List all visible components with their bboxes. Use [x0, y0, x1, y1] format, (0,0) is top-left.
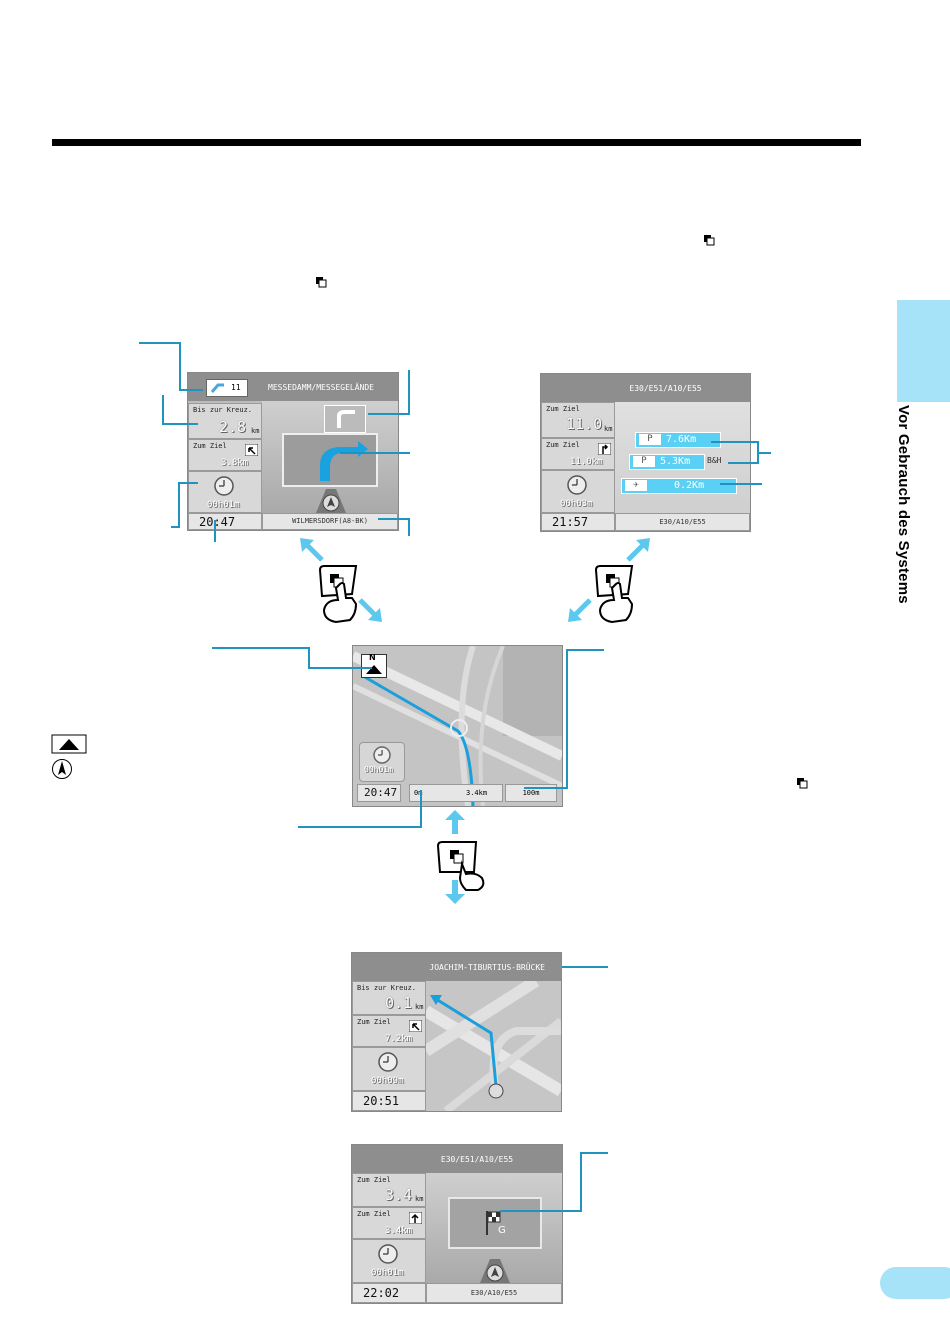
junction-view [262, 401, 398, 513]
turn-arrow-icon [409, 1212, 422, 1224]
arrow-down-right [358, 598, 382, 622]
screen-title: JOACHIM-TIBURTIUS-BRÜCKE [352, 953, 561, 981]
exit-badge: 11 [206, 379, 248, 397]
arrow-down-left [568, 598, 592, 622]
turn-arrow-icon [245, 444, 258, 456]
page-number-pill [880, 1267, 950, 1299]
clock-icon [373, 746, 391, 764]
clock-readout: 21:57 [541, 513, 615, 531]
screen-highway-mode: E30/E51/A10/E55 Zum Ziel 11.0 km Zum Zie… [540, 373, 751, 532]
turn-arrow-icon [598, 443, 611, 455]
junction-arrow [282, 433, 378, 487]
callout-line [139, 342, 181, 344]
arrow-up [445, 810, 465, 834]
poi-extra: B&H [707, 456, 722, 465]
distance-panel: Bis zur Kreuz. 2.8 km [188, 403, 262, 439]
eta-panel: 00h01m [188, 471, 262, 513]
clock-icon [378, 1244, 398, 1264]
goal-flag-panel: G [448, 1197, 542, 1249]
svg-text:G: G [498, 1225, 506, 1236]
arrow-up-right [626, 538, 650, 562]
next-panel: Zum Ziel 11.0km [541, 438, 615, 470]
vehicle-marker-icon [480, 1259, 510, 1283]
display-button-icon [797, 778, 808, 789]
touch-hand-icon[interactable] [316, 564, 362, 624]
north-up-icon[interactable]: N [361, 653, 387, 678]
turn-arrow-icon [409, 1020, 422, 1032]
heading-up-icon [52, 759, 72, 779]
screen-title: E30/E51/A10/E55 [541, 374, 750, 402]
eta-panel: 00h01m [359, 742, 405, 782]
poi-airport[interactable]: ✈0.2Km [621, 478, 737, 494]
display-button-icon [704, 235, 715, 246]
clock-icon [378, 1052, 398, 1072]
clock-icon [567, 475, 587, 495]
touch-hand-icon[interactable] [592, 564, 638, 624]
eta-panel: 00h03m [541, 470, 615, 513]
clock-readout: 20:47 [357, 784, 401, 802]
current-street: WILMERSDORF(A8-BK) [262, 513, 398, 530]
current-street: E30/A10/E55 [615, 513, 750, 531]
clock-readout: 22:02 [352, 1283, 426, 1303]
destination-view: G [426, 1173, 562, 1283]
eta-panel: 00h09m [352, 1047, 426, 1091]
touch-hand-icon[interactable] [436, 840, 488, 892]
clock-readout: 20:47 [188, 513, 262, 530]
clock-icon [214, 476, 234, 496]
current-street: E30/A10/E55 [426, 1283, 562, 1303]
chapter-label: Vor Gebrauch des Systems [895, 405, 912, 604]
distance-bar: 0m 3.4km [409, 784, 503, 802]
vehicle-marker-icon [316, 489, 346, 513]
header-rule [52, 139, 861, 146]
chapter-tab [897, 300, 950, 402]
goal-panel: Zum Ziel 7.2km [352, 1015, 426, 1047]
lane-sign [324, 405, 366, 433]
screen-guidance-junction: MESSEDAMM/MESSEGELÄNDE 11 Bis zur Kreuz.… [187, 372, 399, 531]
arrow-up-left [300, 538, 324, 562]
screen-destination: E30/E51/A10/E55 Zum Ziel 3.4 km Zum Ziel… [351, 1144, 563, 1304]
map-canvas[interactable] [426, 981, 561, 1111]
callout-line [179, 389, 203, 391]
screen-title: E30/E51/A10/E55 [352, 1145, 562, 1173]
destination-panel: Zum Ziel 11.0 km [541, 402, 615, 438]
screen-map-view: N 00h01m 20:47 0m 3.4km 100m [352, 645, 563, 807]
goal-panel: Zum Ziel 3.8km [188, 439, 262, 471]
clock-readout: 20:51 [352, 1091, 426, 1111]
north-up-icon [51, 734, 87, 754]
destination-panel: Zum Ziel 3.4 km [352, 1173, 426, 1207]
display-button-icon [316, 277, 327, 288]
screen-map-guidance: JOACHIM-TIBURTIUS-BRÜCKE Bis zur Kreuz. … [351, 952, 562, 1112]
callout-line [179, 342, 181, 391]
eta-panel: 00h01m [352, 1239, 426, 1283]
next-panel: Zum Ziel 3.4km [352, 1207, 426, 1239]
distance-panel: Bis zur Kreuz. 0.1 km [352, 981, 426, 1015]
arrow-down [445, 880, 465, 904]
goal-flag-icon: G [486, 1211, 506, 1236]
